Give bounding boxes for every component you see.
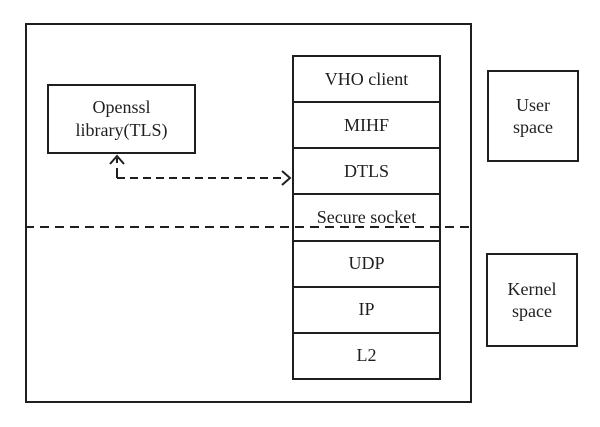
- stack-layer-vho-client: VHO client: [294, 57, 439, 104]
- openssl-library-box: Openssl library(TLS): [47, 84, 196, 154]
- stack-layer-secure-socket: Secure socket: [294, 195, 439, 242]
- stack-layer-udp: UDP: [294, 242, 439, 288]
- protocol-stack: VHO client MIHF DTLS Secure socket UDP I…: [292, 55, 441, 380]
- kernel-space-label: Kernel space: [507, 278, 557, 322]
- stack-layer-dtls: DTLS: [294, 149, 439, 196]
- user-space-label: User space: [513, 94, 553, 138]
- user-space-box: User space: [487, 70, 579, 162]
- kernel-space-box: Kernel space: [486, 253, 578, 347]
- stack-layer-l2: L2: [356, 345, 377, 366]
- stack-layer-ip: IP: [294, 288, 439, 334]
- openssl-library-label: Openssl library(TLS): [75, 96, 168, 140]
- stack-layer-mihf: MIHF: [294, 103, 439, 150]
- system-boundary-box: [25, 23, 472, 403]
